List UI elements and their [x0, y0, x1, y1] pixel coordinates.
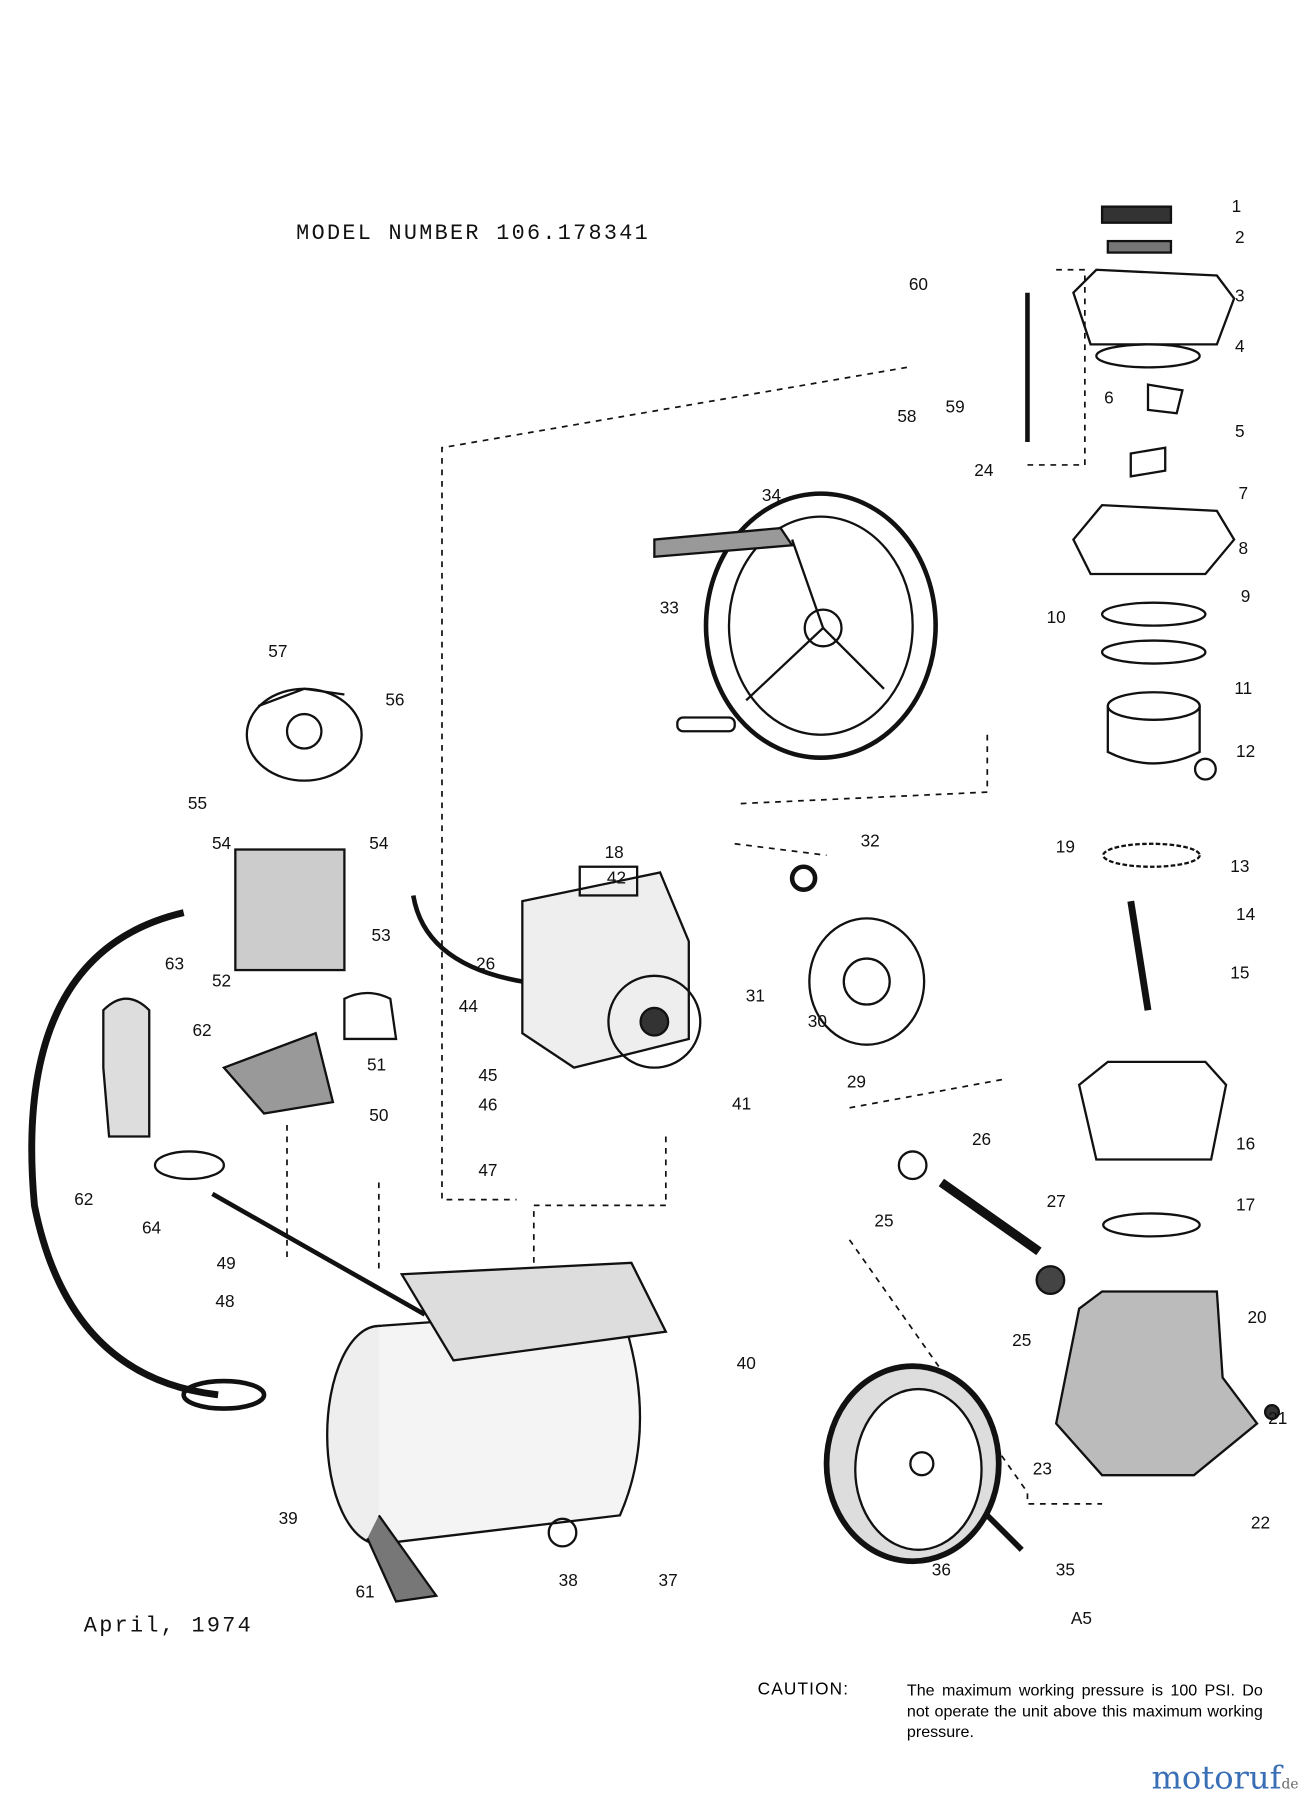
part-number-label: 47	[478, 1161, 498, 1181]
watermark-text: motoruf	[1151, 1758, 1282, 1797]
model-number: MODEL NUMBER 106.178341	[296, 220, 651, 246]
part-number-label: 10	[1046, 607, 1066, 628]
part-number-label: 35	[1055, 1560, 1075, 1581]
watermark-logo: motorufde	[1151, 1759, 1298, 1797]
part-number-label: 46	[478, 1095, 498, 1116]
part-number-label: 64	[141, 1218, 162, 1239]
part-number-label: 26	[476, 954, 496, 975]
air-tank	[326, 1261, 668, 1603]
part-number-label: 33	[659, 598, 679, 619]
part-number-label: 12	[1236, 742, 1256, 762]
part-number-label: 21	[1268, 1409, 1288, 1429]
part-number-label: 22	[1250, 1513, 1271, 1534]
part-number-label: 32	[860, 831, 880, 852]
part-number-label: 36	[931, 1560, 951, 1581]
part-number-label: 54	[369, 834, 389, 854]
part-number-label: 60	[908, 274, 928, 295]
part-number-label: 50	[369, 1106, 389, 1126]
part-number-label: 62	[74, 1189, 94, 1210]
part-number-label: 59	[945, 397, 965, 418]
part-number-label: 29	[846, 1072, 866, 1093]
part-number-label: 15	[1230, 963, 1250, 984]
caution-title: CAUTION:	[757, 1679, 850, 1700]
flywheel	[653, 491, 938, 760]
part-number-label: 53	[371, 925, 391, 946]
part-number-label: 17	[1236, 1195, 1256, 1216]
part-number-label: 48	[215, 1292, 235, 1312]
part-number-label: 41	[732, 1094, 752, 1115]
part-number-label: 16	[1236, 1134, 1256, 1155]
part-number-label: 19	[1055, 837, 1075, 857]
part-number-label: 18	[604, 843, 624, 863]
part-number-label: 25	[1012, 1331, 1032, 1351]
part-number-label: 62	[192, 1021, 212, 1041]
part-number-label: 11	[1234, 679, 1253, 699]
part-number-label: 38	[558, 1571, 578, 1591]
part-number-label: 54	[211, 834, 232, 854]
part-number-label: 61	[355, 1582, 375, 1603]
part-number-label: 25	[874, 1211, 894, 1232]
part-number-label: 39	[278, 1509, 298, 1529]
part-number-label: 45	[478, 1065, 498, 1086]
caution-text: The maximum working pressure is 100 PSI.…	[906, 1680, 1263, 1741]
watermark-suffix: de	[1281, 1775, 1299, 1793]
part-number-label: 34	[761, 486, 782, 506]
part-number-label: 8	[1238, 538, 1249, 559]
wheel	[823, 1363, 1024, 1565]
part-number-label: 49	[216, 1254, 236, 1274]
motor	[411, 865, 702, 1069]
part-number-label: 27	[1046, 1192, 1066, 1212]
part-number-label: 40	[736, 1354, 756, 1374]
part-number-label: 26	[971, 1130, 992, 1150]
part-number-label: 31	[745, 986, 765, 1007]
part-number-label: 42	[606, 868, 627, 888]
part-number-label: 4	[1235, 336, 1245, 357]
part-number-label: 23	[1032, 1459, 1052, 1480]
part-number-label: 9	[1240, 587, 1251, 607]
part-number-label: 24	[974, 460, 994, 481]
part-number-label: 63	[164, 954, 185, 975]
part-number-label: 7	[1238, 483, 1249, 504]
part-number-label: 3	[1235, 286, 1245, 306]
part-number-label: 2	[1235, 227, 1245, 248]
part-number-label: 14	[1236, 905, 1256, 925]
part-number-label: 55	[187, 793, 208, 814]
cylinder-head-parts	[1054, 205, 1281, 1477]
part-number-label: 13	[1230, 856, 1250, 877]
part-number-label: 6	[1104, 388, 1114, 409]
date-label: April, 1974	[83, 1612, 254, 1639]
part-number-label: 57	[268, 642, 288, 662]
part-number-label: 44	[458, 997, 478, 1017]
part-number-label: 20	[1247, 1308, 1267, 1328]
part-number-label: 52	[211, 971, 232, 992]
part-number-label: 30	[807, 1011, 827, 1032]
part-number-label: 5	[1235, 421, 1245, 442]
part-number-label: 58	[897, 406, 917, 427]
part-number-label: 1	[1231, 196, 1242, 217]
part-number-label: 37	[658, 1571, 678, 1591]
page-code: A5	[1070, 1608, 1092, 1629]
part-number-label: 51	[366, 1055, 387, 1076]
part-number-label: 56	[385, 690, 405, 711]
